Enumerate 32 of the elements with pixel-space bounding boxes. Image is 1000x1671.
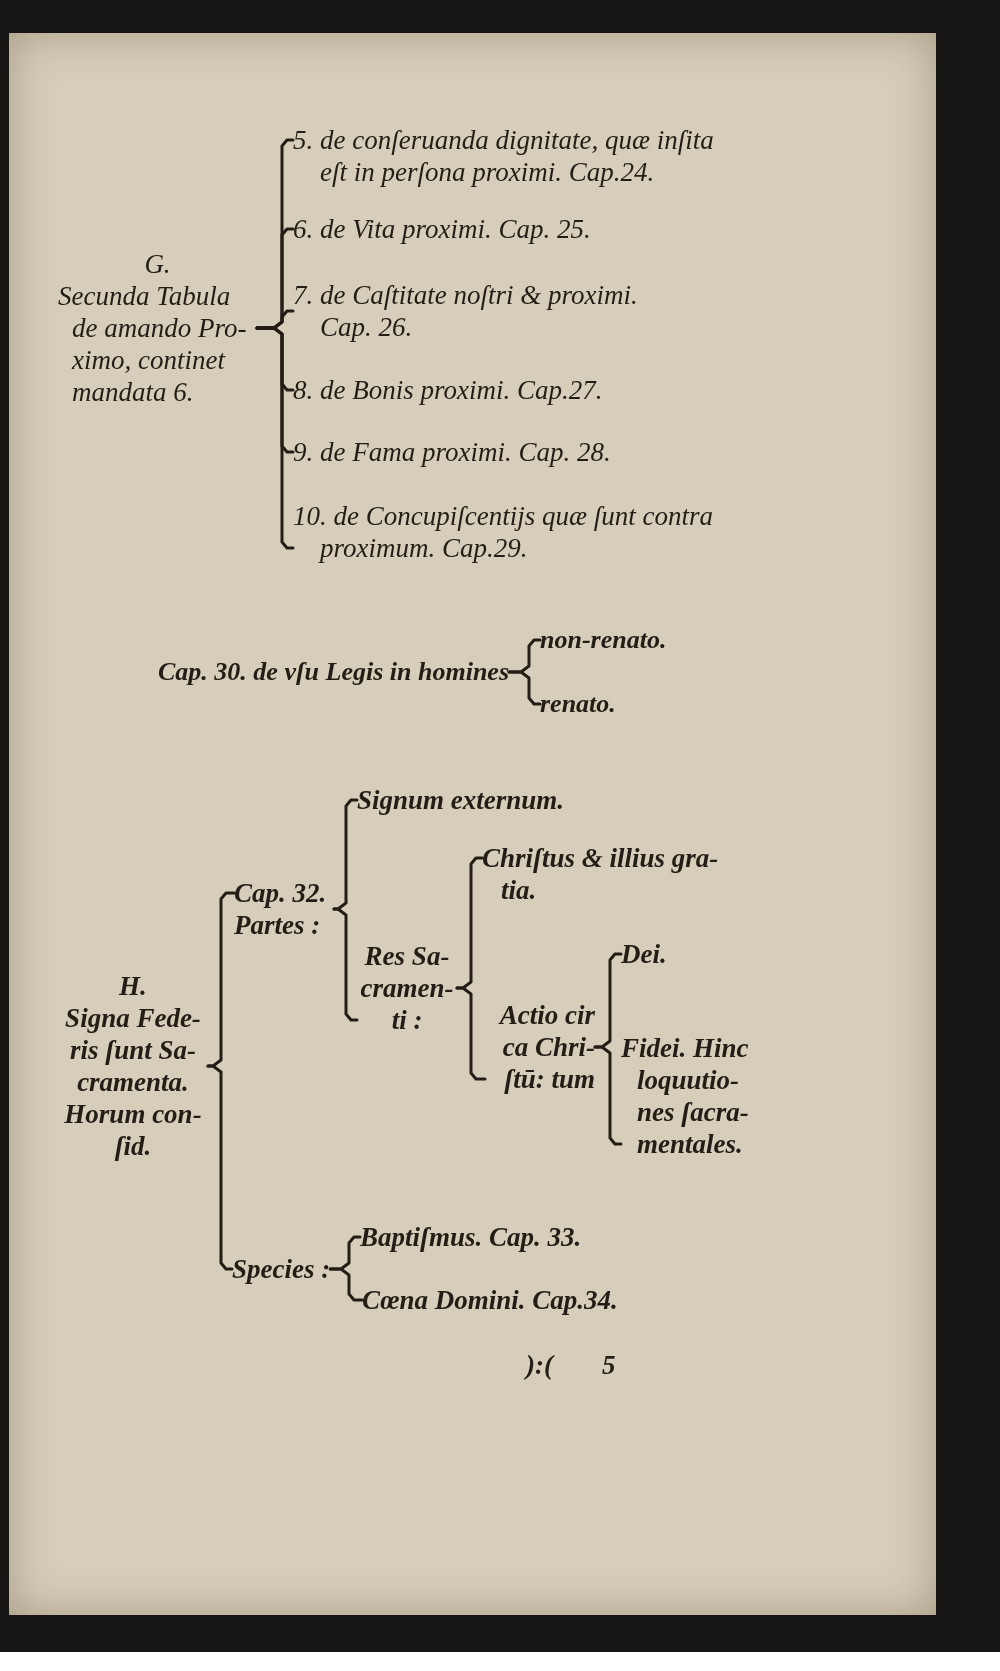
entry-text: Fidei. Hinc loquutio- nes ſacra- mentales. <box>621 1032 750 1160</box>
section-letter: G. <box>143 248 172 280</box>
section-letter: H. <box>118 970 148 1002</box>
signature-number: 5 <box>602 1349 616 1381</box>
bracket-line <box>507 670 542 706</box>
entry-text: Dei. <box>621 938 667 970</box>
entry-text: renato. <box>540 688 616 720</box>
entry-text: 10. de Concupiſcentijs quæ ſunt contra proximum. Cap.29. <box>293 500 714 564</box>
entry-text: Cœna Domini. Cap.34. <box>362 1284 618 1316</box>
entry-text: non-renato. <box>540 624 667 656</box>
entry-text: 5. de conſeruanda dignitate, quæ inſita eſt in perſona proximi. Cap.24. <box>293 124 715 188</box>
entry-text: Cap. 32. Partes : <box>234 877 328 941</box>
entry-text: 6. de Vita proximi. Cap. 25. <box>293 213 591 245</box>
entry-text: 9. de Fama proximi. Cap. 28. <box>293 436 611 468</box>
entry-text: Res Sa- cramen- ti : <box>359 940 455 1036</box>
section-heading: Signa Fede- ris ſunt Sa- cramenta. Horum con- ſid. <box>63 1002 203 1162</box>
bracket-line <box>332 907 359 1022</box>
section-heading: Secunda Tabula de amando Pro- ximo, continet mandata 6. <box>58 280 248 408</box>
entry-text: 8. de Bonis proximi. Cap.27. <box>293 374 603 406</box>
entry-text: Actio cir ca Chri- ſtū: tum <box>497 999 595 1095</box>
signature-mark: ):( <box>526 1349 553 1381</box>
entry-text: 7. de Caſtitate noſtri & proximi. Cap. 26. <box>293 279 639 343</box>
bracket-line <box>255 326 295 550</box>
bracket-line <box>593 1045 623 1146</box>
bracket-line <box>328 1267 364 1302</box>
entry-text: Species : <box>232 1253 331 1285</box>
bracket-line <box>455 986 487 1081</box>
bracket-line <box>206 1064 234 1271</box>
entry-text: Baptiſmus. Cap. 33. <box>360 1221 582 1253</box>
entry-text: Cap. 30. de vſu Legis in homines <box>158 656 509 688</box>
entry-text: Signum externum. <box>357 784 565 816</box>
entry-text: Chriſtus & illius gra- tia. <box>482 842 720 906</box>
